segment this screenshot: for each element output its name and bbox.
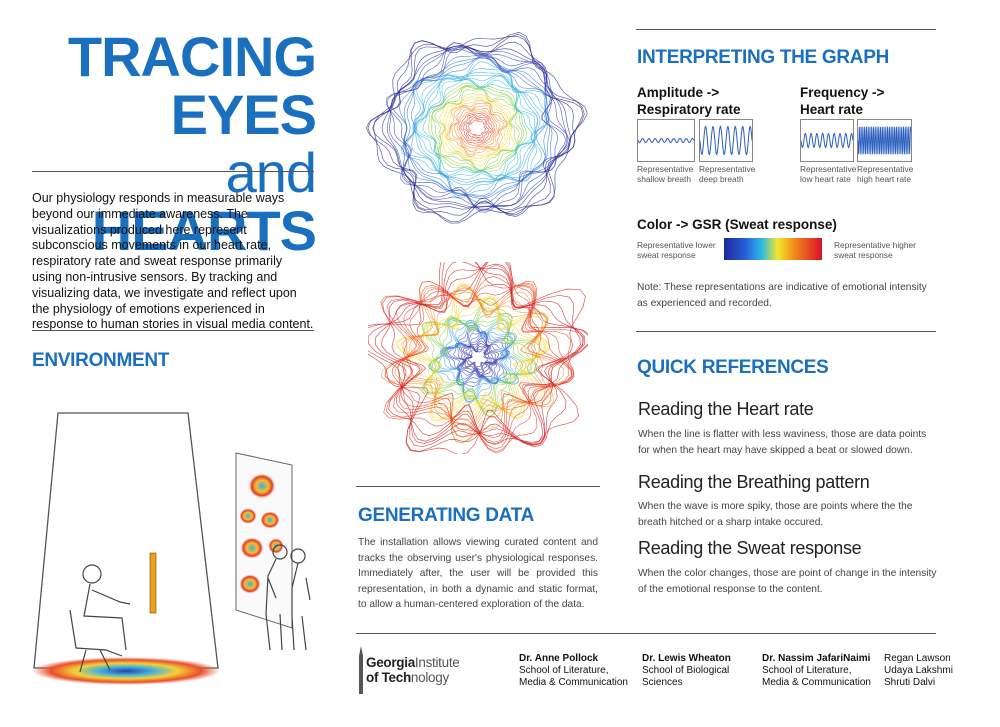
high-heart-rate-caption: Representative high heart rate: [857, 164, 914, 184]
mandala-ring: [402, 55, 548, 197]
credit-wheaton: Dr. Lewis Wheaton School of Biological S…: [642, 653, 731, 688]
mandala-ring: [391, 48, 559, 211]
interpreting-heading: INTERPRETING THE GRAPH: [637, 47, 890, 68]
intro-paragraph: Our physiology responds in measurable wa…: [32, 191, 314, 332]
mandala-ring: [381, 45, 571, 210]
divider: [356, 486, 600, 487]
mandala-ring: [405, 57, 548, 198]
visualization-cool-mandala: [365, 32, 588, 224]
mandala-ring: [380, 262, 585, 453]
mandala-ring: [402, 285, 547, 427]
mandala-ring: [428, 82, 528, 173]
georgia-tech-logo: GeorgiaInstitute of Technology: [356, 646, 496, 694]
mandala-ring: [431, 85, 523, 171]
mandala-ring: [381, 262, 588, 446]
mandala-ring: [368, 262, 581, 452]
page-title: TRACING EYES and HEARTS: [20, 25, 317, 262]
mandala-ring: [410, 296, 549, 416]
shallow-breath-sample: [637, 119, 695, 162]
divider: [32, 330, 314, 331]
mandala-ring: [385, 42, 567, 213]
mandala-ring: [411, 67, 546, 191]
mandala-ring: [386, 42, 570, 210]
environment-heading: ENVIRONMENT: [32, 350, 170, 371]
divider: [636, 29, 936, 30]
mandala-ring: [445, 98, 508, 158]
mandala-ring: [451, 104, 505, 153]
mandala-ring: [367, 32, 588, 223]
mandala-ring: [465, 347, 492, 371]
mandala-ring: [382, 262, 588, 445]
generating-heading: GENERATING DATA: [358, 505, 534, 526]
mandala-ring: [465, 117, 490, 139]
visualization-warm-mandala: [368, 262, 588, 454]
title-hearts: HEARTS: [91, 199, 317, 262]
sweat-ref-title: Reading the Sweat response: [638, 538, 862, 558]
breathing-ref-title: Reading the Breathing pattern: [638, 472, 870, 492]
mandala-ring: [431, 85, 524, 171]
credit-pollock: Dr. Anne Pollock School of Literature, M…: [519, 653, 628, 688]
logo-tower-icon: [359, 646, 363, 694]
interpretation-note: Note: These representations are indicati…: [637, 282, 927, 309]
low-heart-rate-sample: [800, 119, 854, 162]
mandala-ring: [397, 282, 547, 421]
quick-references-heading: QUICK REFERENCES: [637, 357, 829, 378]
mandala-ring: [401, 291, 551, 421]
mandala-ring: [386, 46, 568, 208]
mandala-ring: [456, 110, 497, 146]
mandala-ring: [368, 262, 586, 454]
mandala-ring: [372, 41, 576, 216]
high-heart-rate-sample: [857, 119, 912, 162]
mandala-ring: [444, 329, 510, 385]
mandala-ring: [384, 280, 572, 439]
mandala-ring: [462, 115, 492, 141]
heart-rate-ref-text: When the line is flatter with less wavin…: [638, 429, 927, 456]
mandala-ring: [434, 88, 518, 171]
mandala-ring: [389, 45, 569, 208]
title-line-1: TRACING EYES: [67, 25, 317, 146]
sweat-ref-text: When the color changes, those are point …: [638, 568, 937, 595]
mandala-ring: [422, 79, 533, 177]
mandala-ring: [439, 90, 515, 167]
divider: [356, 633, 936, 634]
credit-jafarinaimi: Dr. Nassim JafariNaimi School of Literat…: [762, 653, 871, 688]
gsr-label: Color -> GSR (Sweat response): [637, 217, 837, 232]
deep-breath-sample: [699, 119, 753, 162]
environment-illustration: [32, 412, 311, 685]
mandala-ring: [368, 262, 584, 448]
mandala-ring: [458, 112, 495, 144]
mandala-ring: [431, 86, 520, 172]
mandala-ring: [418, 297, 545, 411]
title-and: and: [225, 141, 317, 204]
mandala-ring: [380, 281, 565, 444]
gsr-color-gradient: [724, 238, 822, 260]
generating-text: The installation allows viewing curated …: [358, 537, 598, 610]
higher-sweat-caption: Representative higher sweat response: [834, 240, 916, 260]
mandala-ring: [423, 307, 540, 417]
mandala-ring: [468, 119, 487, 137]
mandala-ring: [373, 35, 585, 224]
lower-sweat-caption: Representative lower sweat response: [637, 240, 716, 260]
mandala-ring: [460, 113, 494, 143]
shallow-breath-caption: Representative shallow breath: [637, 164, 694, 184]
mandala-ring: [438, 319, 516, 398]
mandala-ring: [446, 99, 508, 157]
low-heart-rate-caption: Representative low heart rate: [800, 164, 857, 184]
mandala-ring: [453, 107, 501, 149]
breathing-ref-text: When the wave is more spiky, those are p…: [638, 501, 913, 528]
student-credits: Regan Lawson Udaya Lakshmi Shruti Dalvi: [884, 653, 953, 688]
mandala-ring: [385, 264, 575, 454]
mandala-ring: [467, 349, 489, 367]
heart-rate-ref-title: Reading the Heart rate: [638, 399, 814, 419]
mandala-ring: [448, 102, 508, 156]
title-line-2: and HEARTS: [20, 141, 317, 262]
divider: [636, 331, 936, 332]
deep-breath-caption: Representative deep breath: [699, 164, 756, 184]
amplitude-label: Amplitude -> Respiratory rate: [637, 85, 741, 117]
frequency-label: Frequency -> Heart rate: [800, 85, 885, 117]
divider: [32, 171, 314, 172]
mandala-ring: [396, 284, 547, 422]
mandala-ring: [421, 298, 540, 414]
mandala-ring: [415, 74, 539, 183]
